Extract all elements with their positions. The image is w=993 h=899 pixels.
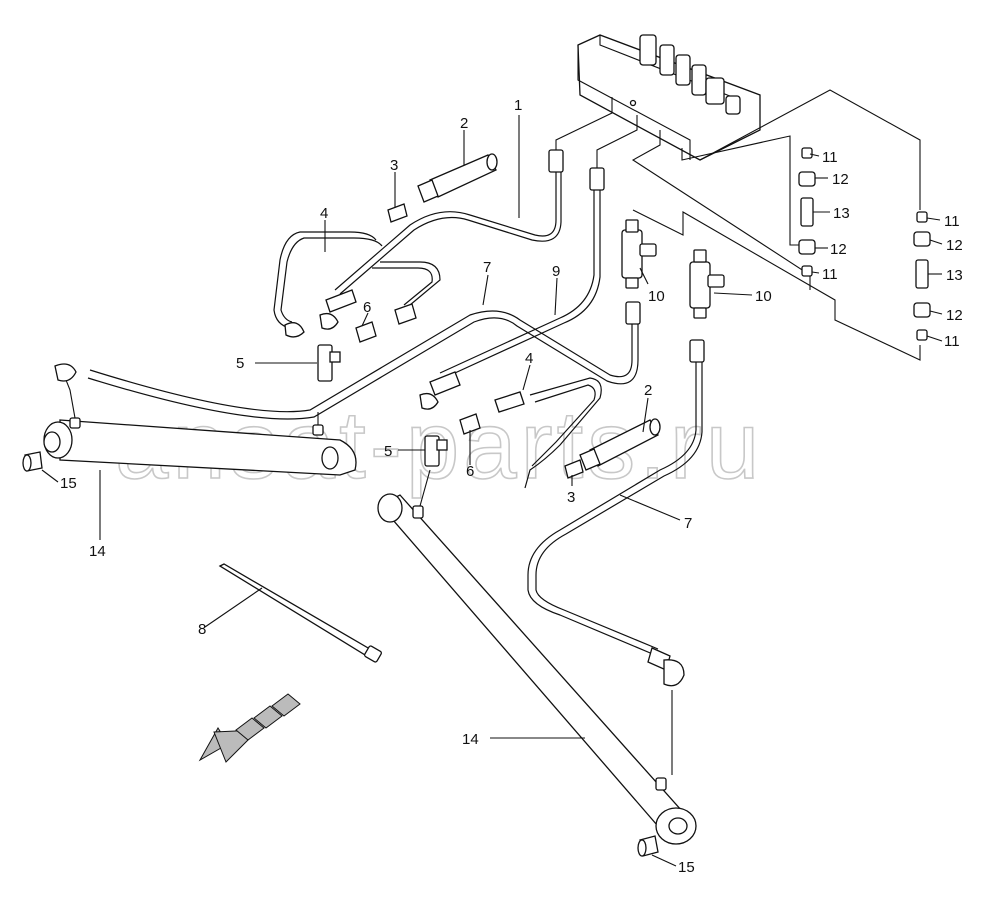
control-valve-block [577, 34, 761, 161]
part-6-lower [459, 413, 481, 435]
callout-11: 11 [822, 149, 838, 166]
callout-2: 2 [644, 382, 652, 399]
callout-3: 3 [567, 489, 575, 506]
part-3-lower [564, 459, 584, 479]
callout-13: 13 [833, 205, 850, 222]
callout-8: 8 [198, 621, 206, 638]
callout-5: 5 [236, 355, 244, 372]
callout-12: 12 [830, 241, 847, 258]
callout-11: 11 [944, 213, 960, 230]
callout-14: 14 [89, 543, 106, 560]
callout-4: 4 [320, 205, 328, 222]
callout-labels: 1 2 3 4 5 6 7 9 10 10 11 12 13 12 11 11 … [60, 97, 963, 876]
callout-10: 10 [648, 288, 665, 305]
pipe-7-upper [87, 301, 641, 420]
callout-6: 6 [363, 299, 371, 316]
pipe-9 [439, 167, 605, 379]
pipe-1 [334, 149, 564, 295]
callout-13: 13 [946, 267, 963, 284]
callout-15: 15 [60, 475, 77, 492]
callout-7: 7 [483, 259, 491, 276]
callout-11: 11 [822, 266, 838, 283]
callout-12: 12 [946, 237, 963, 254]
callout-12: 12 [946, 307, 963, 324]
callout-9: 9 [552, 263, 560, 280]
part-10-left [621, 219, 657, 289]
callout-11: 11 [944, 333, 960, 350]
part-5-upper [317, 344, 341, 382]
pipe-4-left [273, 231, 441, 338]
callout-7: 7 [684, 515, 692, 532]
part-2-lower [579, 418, 661, 471]
fitting-stack-right [913, 211, 931, 341]
callout-leaders [41, 115, 943, 867]
callout-5: 5 [384, 443, 392, 460]
cylinder-14-left [43, 363, 357, 476]
pipe-4-center [419, 371, 602, 489]
cable-tie-8 [218, 563, 382, 663]
callout-4: 4 [525, 350, 533, 367]
valve-leader-lines [555, 89, 921, 361]
pin-15-left [22, 451, 43, 472]
part-6-upper [355, 321, 377, 343]
callout-1: 1 [514, 97, 522, 114]
forward-direction-arrow-icon [198, 693, 301, 763]
part-10-right [689, 249, 725, 319]
pin-15-right [637, 835, 659, 857]
callout-2: 2 [460, 115, 468, 132]
part-3-upper [387, 203, 408, 223]
callout-14: 14 [462, 731, 479, 748]
callout-10: 10 [755, 288, 772, 305]
part-2-upper [417, 153, 498, 203]
pipe-7-lower [527, 339, 705, 775]
callout-3: 3 [390, 157, 398, 174]
callout-6: 6 [466, 463, 474, 480]
callout-12: 12 [832, 171, 849, 188]
callout-15: 15 [678, 859, 695, 876]
part-5-lower [424, 435, 448, 467]
fitting-stack-left [798, 147, 816, 277]
cylinder-14-lower [377, 469, 697, 845]
